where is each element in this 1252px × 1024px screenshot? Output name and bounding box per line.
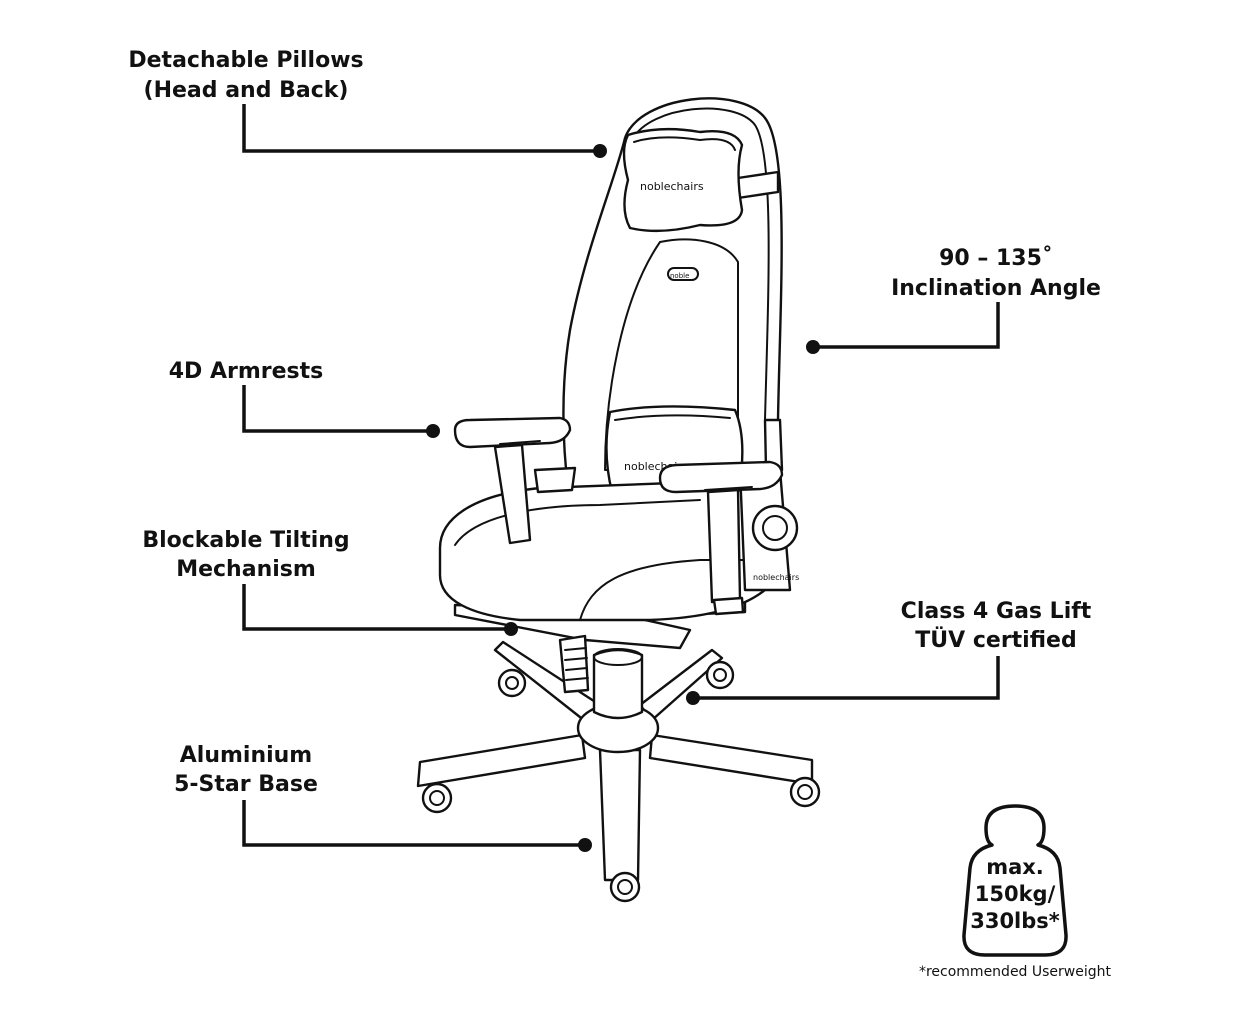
pillows-label-line2: (Head and Back) bbox=[144, 78, 349, 103]
left-armrest bbox=[453, 416, 577, 545]
headrest-brand-text: noblechairs bbox=[640, 180, 704, 193]
headrest-pillow: noblechairs bbox=[622, 127, 744, 233]
inclination-label-line1: 90 – 135˚ bbox=[939, 246, 1053, 271]
base-leader-line bbox=[242, 800, 585, 847]
side-plate: noblechairs bbox=[738, 418, 799, 592]
armrests-leader-dot bbox=[426, 424, 440, 438]
weight-line2: 150kg/ bbox=[975, 882, 1056, 906]
gaslift-leader-dot bbox=[686, 691, 700, 705]
weight-icon: max. 150kg/ 330lbs* bbox=[962, 804, 1068, 957]
brand-badge: noble bbox=[670, 272, 689, 280]
weight-line1: max. bbox=[986, 855, 1044, 879]
inclination-label-line2: Inclination Angle bbox=[891, 276, 1101, 301]
base-label-line1: Aluminium bbox=[180, 743, 312, 768]
weight-outline bbox=[962, 804, 1068, 957]
pillows-leader-dot bbox=[593, 144, 607, 158]
casters bbox=[421, 660, 821, 903]
base-leader-dot bbox=[578, 838, 592, 852]
weight-line3: 330lbs* bbox=[970, 909, 1060, 933]
callout-labels: Detachable Pillows (Head and Back) 90 – … bbox=[128, 48, 1101, 797]
tilting-label-line2: Mechanism bbox=[176, 557, 316, 582]
pillows-leader-line bbox=[242, 104, 600, 153]
tilting-leader-line bbox=[242, 584, 511, 631]
armrests-label: 4D Armrests bbox=[169, 359, 324, 384]
armrests-leader-line bbox=[242, 385, 433, 433]
star-base bbox=[416, 640, 814, 882]
chair-illustration: noble noblechairs noblechairs bbox=[416, 97, 821, 903]
pillows-label-line1: Detachable Pillows bbox=[128, 48, 363, 73]
inclination-leader-line bbox=[813, 302, 1000, 349]
callout-lines bbox=[242, 104, 1000, 852]
right-armrest bbox=[658, 460, 784, 616]
tilting-label-line1: Blockable Tilting bbox=[142, 528, 349, 553]
base-label-line2: 5-Star Base bbox=[174, 772, 318, 797]
weight-footnote: *recommended Userweight bbox=[919, 964, 1112, 980]
gaslift-leader-line bbox=[693, 656, 1000, 700]
inclination-leader-dot bbox=[806, 340, 820, 354]
gaslift-label-line2: TÜV certified bbox=[915, 627, 1076, 653]
base-brand-text: noblechairs bbox=[753, 573, 799, 582]
gaslift-label-line1: Class 4 Gas Lift bbox=[901, 599, 1092, 624]
tilting-leader-dot bbox=[504, 622, 518, 636]
